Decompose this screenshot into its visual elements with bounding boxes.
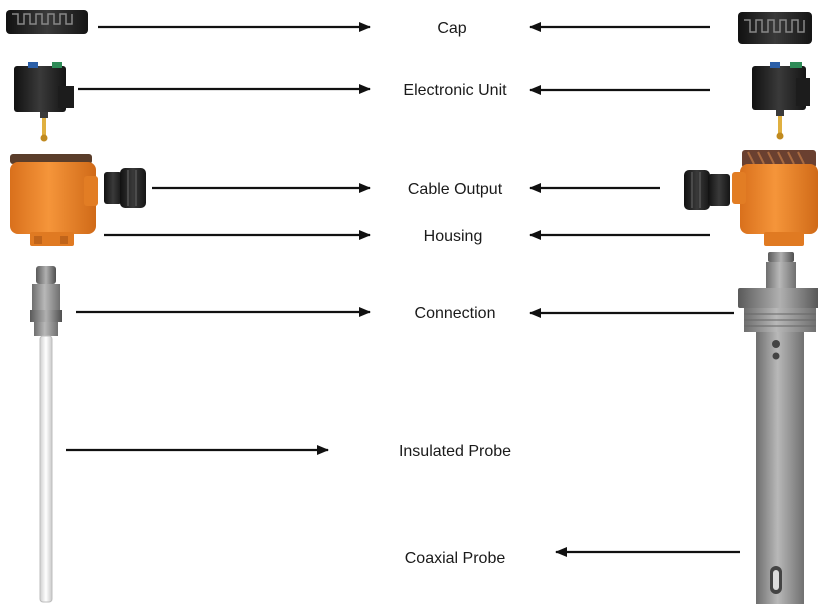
- left-electronic-unit: [14, 62, 74, 142]
- label-cable-output: Cable Output: [408, 181, 503, 198]
- right-cable-gland: [684, 170, 730, 210]
- arrows: [66, 22, 740, 557]
- label-electronic-unit: Electronic Unit: [403, 82, 507, 99]
- insulated-probe-rod: [39, 335, 53, 603]
- label-housing: Housing: [424, 228, 483, 245]
- right-housing: [732, 150, 818, 246]
- label-coaxial-probe: Coaxial Probe: [405, 550, 506, 567]
- right-cap: [738, 12, 812, 44]
- right-connection: [738, 252, 818, 332]
- left-connection: [30, 266, 62, 336]
- label-connection: Connection: [415, 305, 496, 322]
- label-cap: Cap: [437, 20, 466, 37]
- left-cap: [6, 10, 88, 34]
- left-housing: [10, 154, 98, 246]
- right-electronic-unit: [752, 62, 810, 140]
- label-insulated-probe: Insulated Probe: [399, 443, 511, 460]
- coaxial-probe-tube: [756, 332, 804, 604]
- left-cable-gland: [104, 168, 146, 208]
